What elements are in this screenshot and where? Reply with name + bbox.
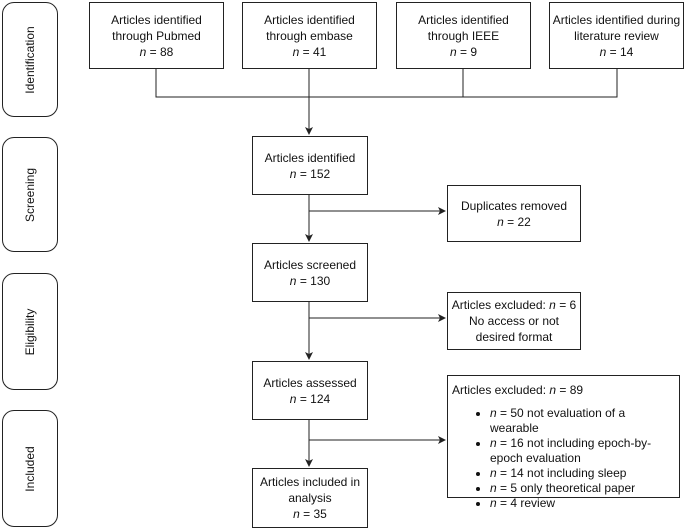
stage-included: Included — [2, 410, 58, 527]
exclusion-reasons-list: n = 50 not evaluation of a wearable n = … — [452, 406, 675, 511]
stage-screening: Screening — [2, 137, 58, 252]
list-item: n = 4 review — [490, 496, 675, 511]
stage-identification: Identification — [2, 2, 58, 117]
list-item: n = 16 not including epoch-by-epoch eval… — [490, 436, 675, 466]
list-item: n = 5 only theoretical paper — [490, 481, 675, 496]
list-item: n = 50 not evaluation of a wearable — [490, 406, 675, 436]
list-item: n = 14 not including sleep — [490, 466, 675, 481]
source-literature: Articles identified during literature re… — [549, 2, 684, 69]
stage-eligibility: Eligibility — [2, 273, 58, 390]
excluded-reasons-box: Articles excluded: n = 89 n = 50 not eva… — [447, 375, 680, 510]
connector — [155, 68, 618, 98]
